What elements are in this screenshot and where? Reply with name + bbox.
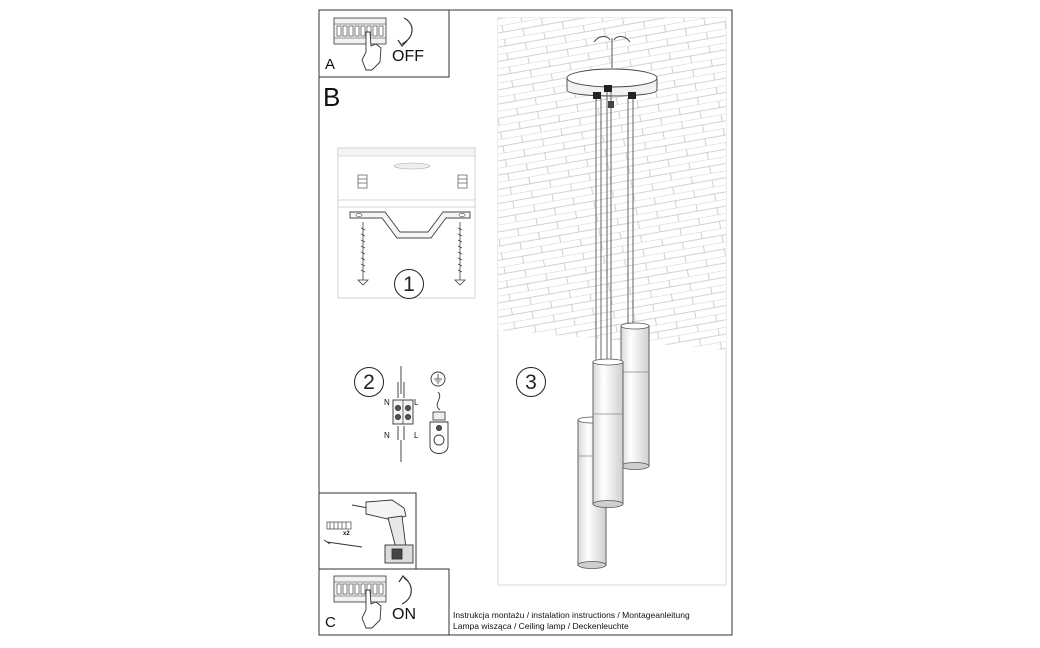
panel-b-letter: B bbox=[323, 82, 341, 112]
circuit-breaker-icon bbox=[333, 575, 387, 603]
caption-line-2: Lampa wisząca / Ceiling lamp / Deckenleu… bbox=[453, 621, 629, 631]
step-3-badge: 3 bbox=[516, 367, 546, 397]
mounting-bracket-icon bbox=[349, 211, 471, 239]
panel-tools bbox=[318, 492, 417, 570]
panel-a-letter: A bbox=[325, 56, 336, 73]
cable-clamp-icon bbox=[593, 85, 636, 108]
arrow-down-icon bbox=[401, 17, 413, 45]
wall-plug-icon bbox=[357, 174, 468, 189]
quantity-label: x2 bbox=[343, 531, 350, 537]
panel-a bbox=[318, 9, 450, 78]
lamp-tube bbox=[592, 358, 624, 508]
drill-icon bbox=[351, 499, 414, 564]
wire-label-l-bottom: L bbox=[414, 431, 419, 440]
ground-terminal bbox=[429, 371, 449, 454]
caption-line-1: Instrukcja montażu / instalation instruc… bbox=[453, 610, 690, 620]
panel-c-letter: C bbox=[325, 614, 336, 631]
screw-icon bbox=[357, 222, 466, 286]
screw-icon bbox=[323, 539, 363, 548]
wall-plug-icon bbox=[326, 521, 352, 530]
step-1-badge: 1 bbox=[394, 269, 424, 299]
wire-label-l-top: L bbox=[414, 398, 419, 407]
wire-label-n-bottom: N bbox=[384, 431, 390, 440]
hand-icon bbox=[361, 589, 382, 629]
sheet-border bbox=[318, 9, 733, 636]
hook-icon bbox=[593, 36, 631, 43]
step-2-badge: 2 bbox=[354, 367, 384, 397]
wiring-diagram bbox=[392, 366, 449, 462]
off-label: OFF bbox=[392, 48, 424, 65]
panel-pendant-lamp bbox=[497, 17, 727, 586]
panel-c bbox=[318, 568, 450, 636]
hand-icon bbox=[361, 31, 382, 71]
on-label: ON bbox=[392, 606, 416, 623]
circuit-breaker-icon bbox=[333, 17, 387, 45]
wire-label-n-top: N bbox=[384, 398, 390, 407]
lamp-tube bbox=[620, 322, 650, 470]
ceiling-surface bbox=[498, 18, 726, 350]
